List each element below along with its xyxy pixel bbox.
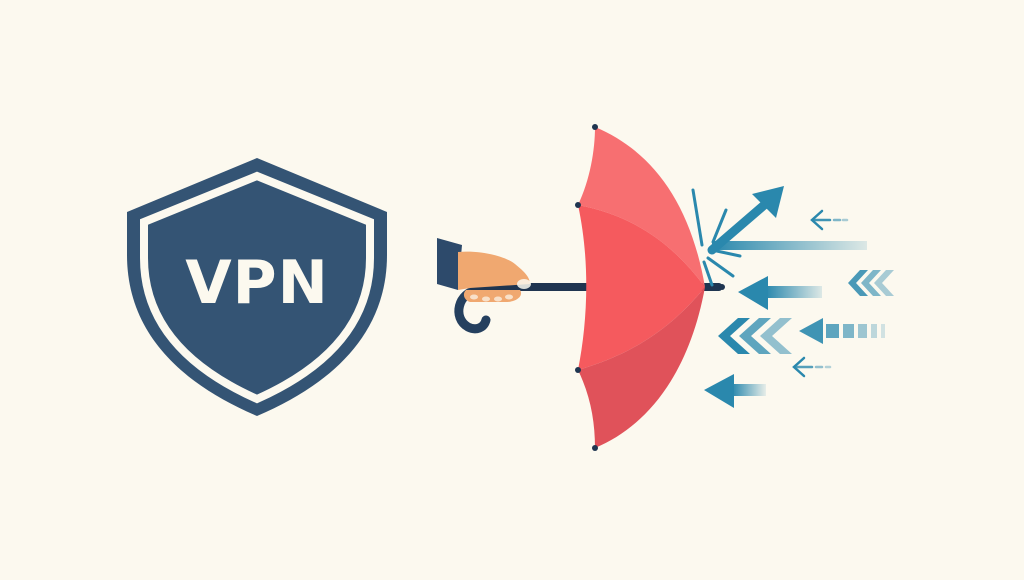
solid-arrow-bottom-icon	[704, 374, 766, 408]
shield-icon	[127, 158, 387, 416]
chevron-arrow-icon	[848, 270, 894, 296]
umbrella-canopy-icon	[575, 124, 705, 451]
chevron-arrow-large-icon	[718, 318, 792, 354]
vpn-label: VPN	[185, 248, 329, 318]
hand-icon	[458, 251, 531, 302]
impact-spark-icon	[691, 188, 742, 287]
dashed-arrow-small-icon	[792, 356, 832, 378]
dashed-arrow-icon	[810, 209, 849, 231]
deflected-arrow-icon	[707, 186, 867, 255]
blocky-arrow-icon	[799, 318, 885, 344]
sleeve-icon	[437, 238, 462, 290]
solid-arrow-icon	[738, 276, 822, 310]
